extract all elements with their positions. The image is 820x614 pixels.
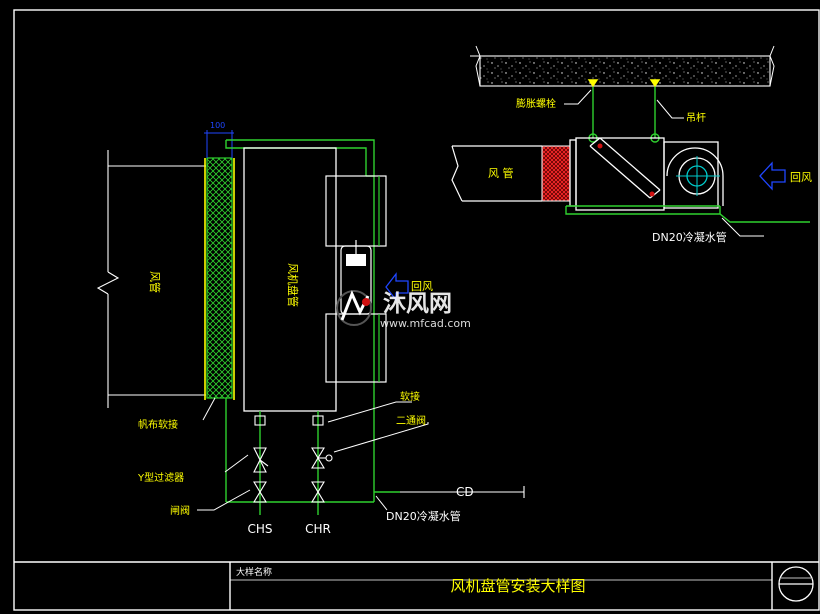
drain-pan xyxy=(565,205,810,223)
fan-coil-side-view xyxy=(569,137,665,211)
supply-duct-section xyxy=(96,150,206,408)
gate-valve-icon xyxy=(253,481,325,503)
dimension-label: 100 xyxy=(210,121,225,130)
return-air-label-left: 回风 xyxy=(411,280,433,293)
north-symbol-icon xyxy=(778,566,814,602)
callout-condensate-pipe: DN20冷凝水管 xyxy=(386,509,461,523)
duct-label-right: 风 管 xyxy=(488,166,514,180)
callout-soft-joint: 软接 xyxy=(400,390,420,403)
two-way-valve-icon xyxy=(311,447,333,469)
callout-y-filter: Y型过滤器 xyxy=(137,471,184,484)
concrete-slab xyxy=(470,45,775,87)
pipe-label-chr: CHR xyxy=(305,522,331,536)
duct-label-left: 风管 xyxy=(148,271,162,293)
return-air-arrow-left-icon xyxy=(385,272,409,302)
drawing-frame xyxy=(13,9,820,611)
supply-duct-right xyxy=(451,145,542,202)
y-filter-icon xyxy=(253,447,269,473)
callout-leaders-right xyxy=(564,89,764,237)
expansion-bolt-label: 膨胀螺栓 xyxy=(516,97,556,110)
watermark-logo-icon xyxy=(336,290,372,326)
callout-two-way-valve: 二通阀 xyxy=(396,414,426,427)
condensate-drain-line xyxy=(400,486,525,498)
hanger-rods xyxy=(587,79,661,143)
canvas-soft-joint xyxy=(206,157,233,399)
motor-cap xyxy=(346,254,366,266)
watermark-url: www.mfcad.com xyxy=(380,317,471,330)
hanger-rod-label: 吊杆 xyxy=(686,112,706,124)
coil-connection-dot xyxy=(597,143,603,149)
fcu-label: 风机盘管 xyxy=(286,263,300,307)
title-block-label: 大样名称 xyxy=(236,566,272,578)
return-air-label-right: 回风 xyxy=(790,171,812,184)
callout-gate-valve: 闸阀 xyxy=(170,504,190,517)
return-air-arrow-right-icon xyxy=(759,161,786,191)
drawing-title: 风机盘管安装大样图 xyxy=(450,577,585,595)
soft-joint-fitting xyxy=(254,415,324,426)
dimension-100 xyxy=(204,130,234,158)
condensate-pipe-label-right: DN20冷凝水管 xyxy=(652,230,727,244)
callout-leaders-left xyxy=(197,397,429,511)
coil-connection-dot xyxy=(649,191,655,197)
piping-network xyxy=(225,398,400,515)
fan-coil-outer-casing xyxy=(225,139,375,492)
watermark-brand: 沐风网 xyxy=(383,291,452,317)
fan-box-upper xyxy=(325,175,387,247)
callout-canvas-joint: 帆布软接 xyxy=(138,418,178,431)
pipe-label-chs: CHS xyxy=(247,522,272,536)
pipe-label-cd: CD xyxy=(456,485,474,499)
canvas-joint-right xyxy=(541,145,571,202)
fan-scroll-icon xyxy=(663,141,724,209)
fan-coil-unit-body xyxy=(243,147,337,412)
